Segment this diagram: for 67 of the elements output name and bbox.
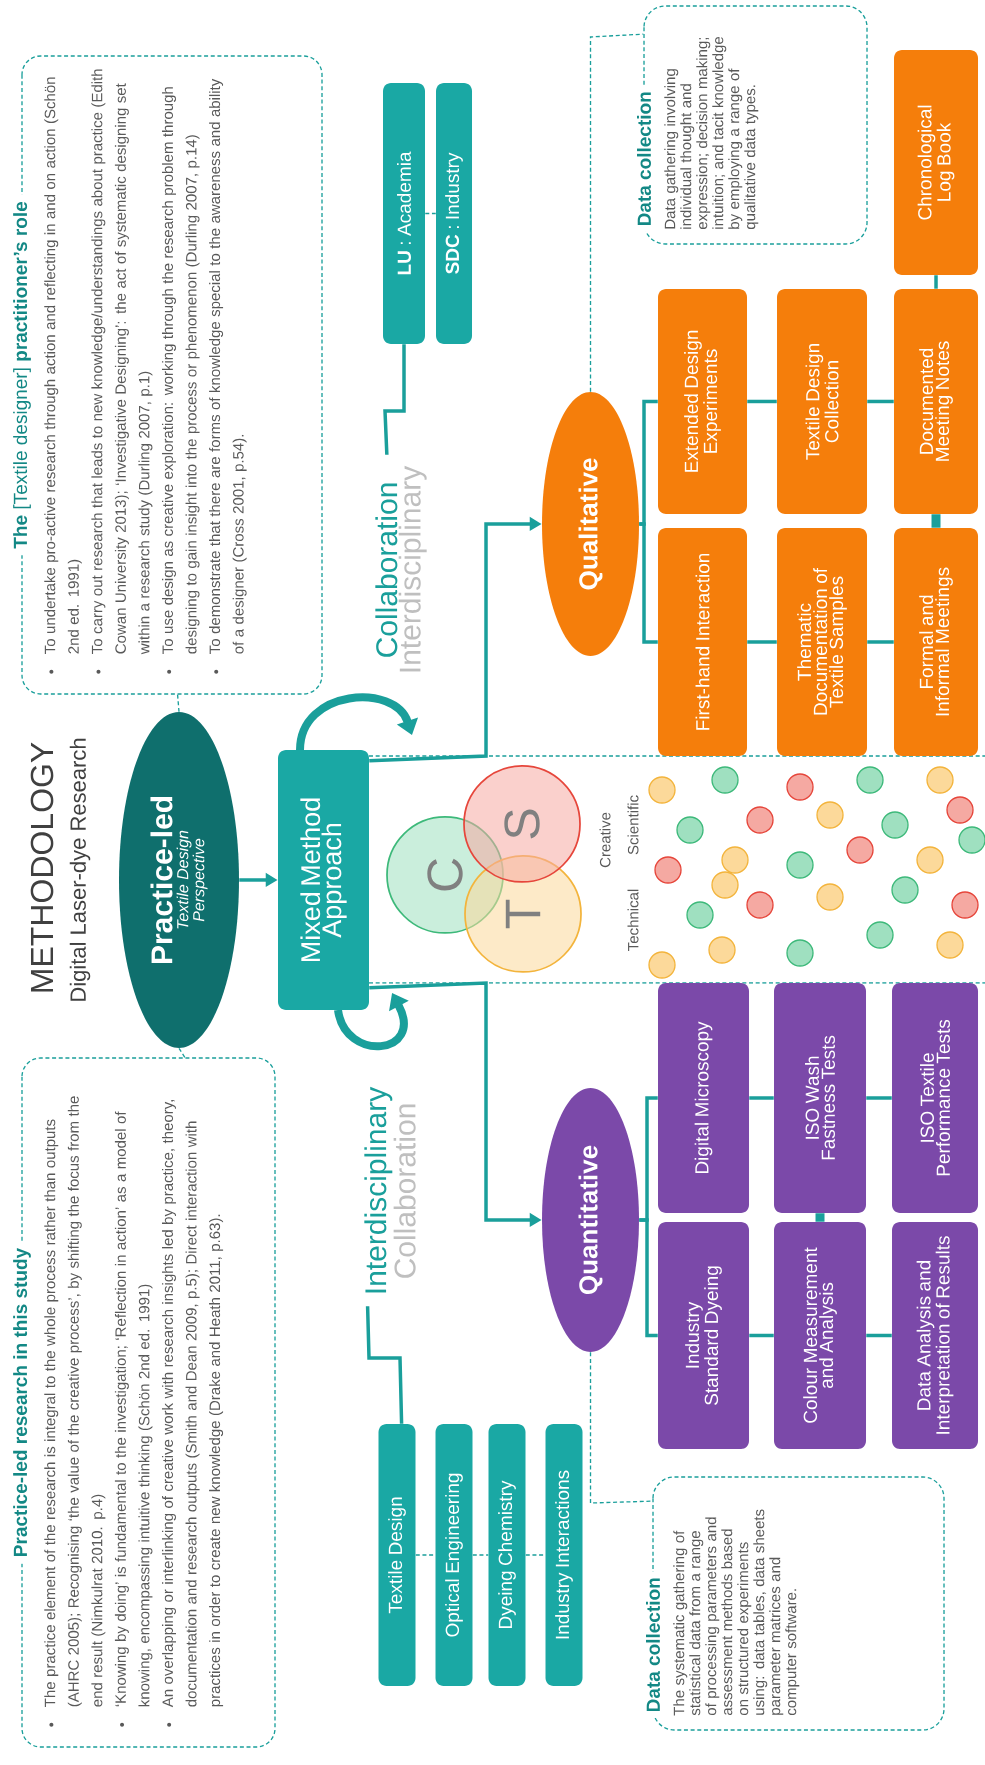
connector [931,514,941,528]
method-box: Colour Measurement and Analysis [774,1222,866,1449]
venn-label: Creative [599,812,611,868]
bullet-item: To carry out research that leads to new knowledge/understandings about practice (Edith Cowan University 2013); ‘Investigative Designing’: the act of systematic designing set within a research study (Durling 2007, p.1) [91,69,153,655]
connector [383,344,406,455]
method-box: Industry Standard Dyeing [658,1222,749,1449]
connector [639,1096,658,1222]
bullet-item: ‘Knowing by doing’ is fundamental to the investigation; ‘Reflection in action’ as a model of knowing, encompassing intuitive thinking (Schön 2nd ed. 1991) [114,1111,153,1707]
method-box: Extended Design Experiments [658,289,747,514]
connector [176,694,180,713]
discipline-box: Optical Engineering [435,1424,473,1686]
connector [415,1554,436,1556]
panel-heading: The [Textile designer] practitioner’s role [13,201,31,549]
connector [867,640,894,644]
discipline-box: SDC : Industry [436,82,472,344]
text-panel [11,55,323,695]
method-box: Chronological Log Book [894,50,978,275]
panel-text: Data gathering involving individual thought and expression; decision making; intuition; and tacit knowledge by employing a range of qualitative data types. [664,36,759,230]
bullet-item: The practice element of the research is integral to the whole process rather than outputs (AHRC 2005); Recognising ‘the value of the creative process’, by shifting the focus from the end result (Nimkulrat 2010. p.4) [44,1096,106,1707]
connector [867,399,894,404]
venn-label: Technical [627,889,639,951]
panel-heading: Data collection [637,92,651,226]
connector [525,1554,546,1556]
bullet-item: An overlapping or interlinking of creative work with research insights led by practice, theory, documentation and research outputs (Smith and Dean 2009, p.5); Direct interaction with practices in order to create new knowledge (Drake and Heath 2011, p.63). [162,1100,224,1708]
connector [178,1047,186,1058]
connector [424,212,437,215]
connector [589,1351,653,1504]
discipline-box: Dyeing Chemistry [488,1424,526,1686]
connector [866,1096,892,1100]
connector [866,1333,892,1338]
text-panel [644,1476,945,1731]
connector [747,399,777,404]
text-panel [635,5,868,245]
method-box: Thematic Documentation of Textile Samples [777,528,867,756]
method-box: Textile Design Collection [777,289,867,514]
method-box: Digital Microscopy [658,983,749,1213]
connector [749,1096,774,1100]
method-box: Documented Meeting Notes [894,289,978,514]
connector [472,1554,489,1556]
bullet-item: To demonstrate that there are forms of knowledge special to the awareness and ability of a designer (Cross 2001, p.54). [209,78,247,654]
method-box: ISO Wash Fastness Tests [774,983,866,1213]
discipline-box: Textile Design [378,1424,416,1686]
connector [639,399,658,526]
connector [749,1333,774,1338]
method-box: Formal and Informal Meetings [894,528,978,756]
panel-heading: Data collection [646,1578,660,1712]
venn-label: Scientific [627,795,639,855]
method-box: Data Analysis and Interpretation of Results [892,1222,978,1449]
discipline-box: LU : Academia [383,82,425,344]
collaboration-label: Interdisciplinary Collaboration [364,1086,416,1293]
method-box: ISO Textile Performance Tests [892,983,978,1213]
connector [747,640,777,644]
title: METHODOLOGY [30,742,54,992]
panel-heading: Practice-led research in this study [13,1247,31,1556]
collaboration-label: Collaboration Interdisciplinary [375,465,427,672]
bullet-item: To undertake pro-active research through action and reflecting in and on action (Schön 2nd ed. 1991) [44,77,82,654]
connector [589,33,644,393]
subtitle: Digital Laser-dye Research [69,738,91,1001]
method-box: Mixed Method Approach [278,750,369,1010]
connector [934,275,938,289]
connector [365,1306,404,1424]
bullet-item: To use design as creative exploration: working through the research problem through designing to gain insight into the process or phenomenon (Durling 2007, p.14) [162,87,200,654]
method-box: First-hand Interaction [658,528,747,756]
connector [815,1213,825,1222]
discipline-box: Industry Interactions [545,1424,583,1686]
panel-text: The systematic gathering of statistical data from a range of processing parameters and assessment methods based on structured experiments using: data tables, data sheets parameter matrices and computer software. [673,1509,800,1716]
text-panel [11,1057,276,1748]
